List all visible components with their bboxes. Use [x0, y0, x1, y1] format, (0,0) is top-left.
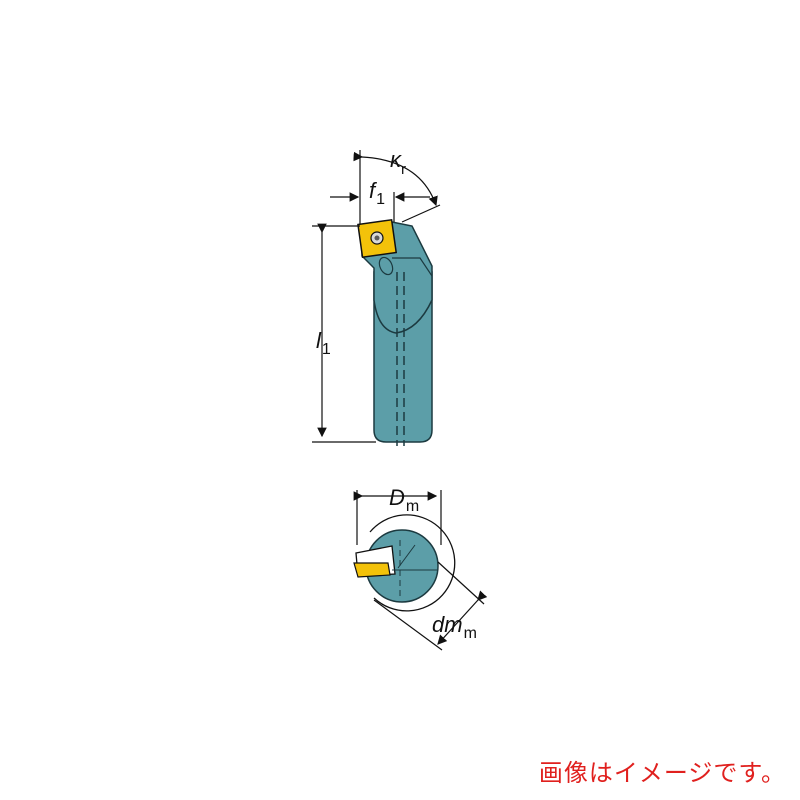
dmm-dim-line: [437, 590, 488, 645]
image-disclaimer-caption: 画像はイメージです。: [538, 759, 786, 787]
kr-label: κr: [390, 147, 406, 178]
coolant-nozzle: [378, 256, 394, 276]
side-view: l1 f1 κr: [312, 147, 441, 446]
dmm-label: dmm: [432, 612, 477, 642]
dmm-ext-bottom: [373, 599, 443, 651]
bore-arc: [369, 514, 456, 612]
dmm-ext-top: [437, 561, 485, 605]
section-diag: [397, 544, 416, 569]
kr-arc: [353, 151, 438, 207]
end-view: Dm dmm: [353, 485, 488, 651]
kr-ext-line: [401, 204, 441, 223]
insert-end: [353, 562, 391, 578]
f1-label: f1: [369, 178, 385, 208]
Dm-label: Dm: [389, 485, 419, 515]
head-contour: [392, 257, 433, 277]
insert: [357, 218, 398, 259]
l1-label: l1: [316, 328, 331, 358]
